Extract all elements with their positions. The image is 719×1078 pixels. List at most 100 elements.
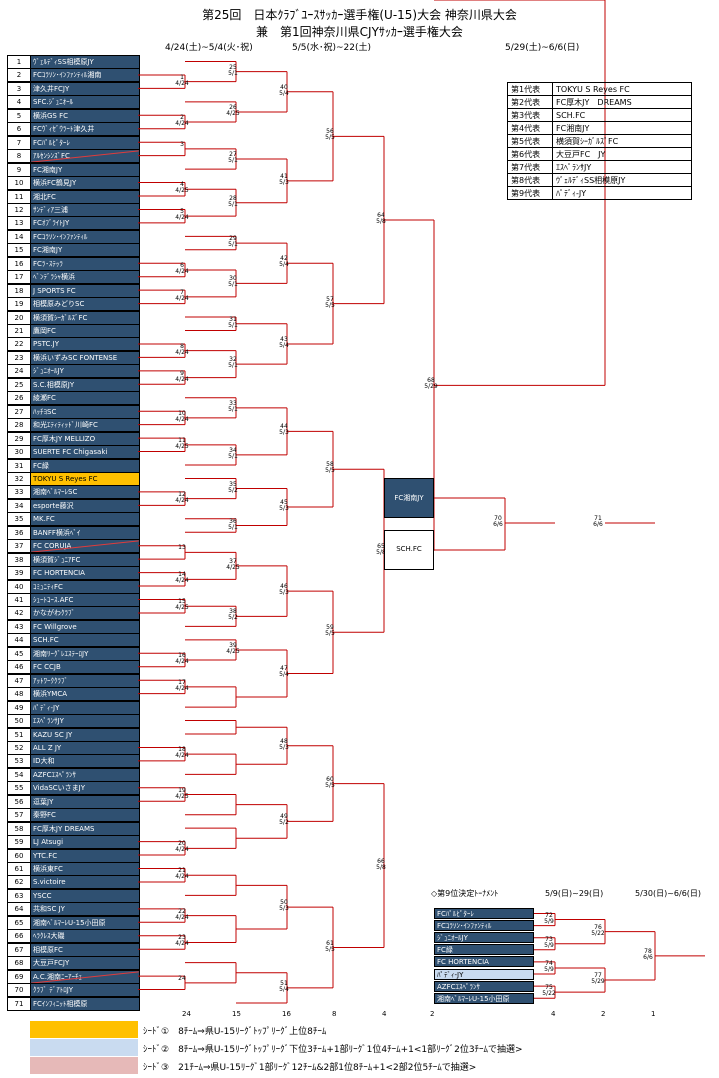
qualifier-rank: 第4代表 [507, 121, 553, 135]
match-r2-no: 33 [229, 399, 237, 407]
match-r1-no: 21 [178, 867, 186, 875]
match-r1-date: 4/24 [175, 846, 189, 854]
qualifier-row: 第9代表ﾊﾟﾃﾞｨ-JY [507, 186, 692, 200]
match-r2-no: 30 [229, 275, 237, 283]
match-r2-no: 37 [229, 557, 237, 565]
round-count: 15 [232, 1010, 241, 1018]
ninth-team: FC緑 [434, 944, 534, 956]
match-r3-date: 5/3 [279, 178, 289, 186]
match-r3-no: 43 [280, 335, 288, 343]
match-r5-no: 64 [377, 211, 385, 219]
ninth-team: FC HORTENCIA [434, 956, 534, 968]
match-r2-no: 36 [229, 517, 237, 525]
match-r1-date: 4/24 [175, 577, 189, 585]
qualifier-team: TOKYU S Reyes FC [552, 82, 692, 96]
match-r1-no: 11 [178, 436, 186, 444]
match-r1-date: 4/24 [175, 684, 189, 692]
ninth-match-r3-no: 78 [644, 947, 652, 955]
match-r3-no: 44 [280, 423, 288, 431]
match-r1-date: 4/25 [175, 604, 189, 612]
team-number: 71 [7, 996, 30, 1011]
match-r2-no: 28 [229, 194, 237, 202]
legend-swatch [30, 1057, 138, 1074]
match-r3-date: 5/3 [279, 429, 289, 437]
match-r2-date: 5/1 [228, 157, 238, 164]
match-r1: 13 [170, 545, 194, 551]
ninth-team: AZFCｴｽﾍﾟﾗﾝｻ [434, 980, 534, 992]
match-r3-no: 45 [280, 499, 288, 507]
match-r3-no: 50 [280, 899, 288, 907]
match-r5-date: 5/8 [376, 863, 386, 871]
ninth-match-r1-no: 72 [545, 911, 553, 919]
match-r2-no: 38 [229, 608, 237, 616]
match-r1-no: 8 [180, 342, 184, 350]
match-r3-no: 48 [280, 737, 288, 745]
match-r1-no: 10 [178, 409, 186, 417]
qualifier-team: FC厚木JY DREAMS [552, 95, 692, 109]
match-r2-no: 31 [229, 315, 237, 323]
match-r1-no: 7 [180, 288, 184, 296]
match-r1-date: 4/24 [175, 752, 189, 760]
match-r1: 3 [170, 141, 194, 148]
qualifier-team: ｳﾞｪﾙﾃﾞｨSS相模原JY [552, 173, 692, 187]
ninth-team: ﾊﾟﾃﾞｨ-JY [434, 968, 534, 980]
match-r1-no: 6 [180, 261, 184, 269]
match-r1-date: 4/24 [175, 79, 189, 87]
semifinal-box-2: SCH.FC [384, 530, 434, 570]
qualifier-team: 横須賀ｼｰｶﾞﾙｽﾞFC [552, 134, 692, 148]
match-r4-date: 5/5 [325, 467, 335, 475]
qualifier-rank: 第2代表 [507, 95, 553, 109]
legend-text: ｼｰﾄﾞ③ 21ﾁｰﾑ⇒県U-15ﾘｰｸﾞ1部ﾘｰｸﾞ12ﾁｰﾑ&2部1位8ﾁｰ… [143, 1063, 477, 1073]
ninth-team: FCｺﾗｿﾝ･ｲﾝﾌｧﾝﾃｨﾙ [434, 920, 534, 932]
match-r3-date: 5/4 [279, 985, 289, 993]
match-r2-no: 32 [229, 356, 237, 364]
match-r1-date: 4/25 [175, 792, 189, 800]
ninth-header-2: 5/30(日)~6/6(日) [635, 889, 702, 898]
match-r3-date: 5/4 [279, 341, 289, 349]
match-r4-no: 56 [326, 128, 334, 136]
round-count: 2 [430, 1010, 435, 1018]
match-r2-no: 39 [229, 641, 237, 649]
ninth-match-r1-no: 74 [545, 959, 553, 967]
qualifier-team: FC湘南JY [552, 121, 692, 135]
match-r1-no: 23 [178, 934, 186, 942]
match-r3-date: 5/4 [279, 89, 289, 97]
match-r1-date: 4/25 [175, 442, 189, 450]
qualifier-rank: 第8代表 [507, 173, 553, 187]
match-r2-date: 5/1 [228, 523, 238, 531]
match-r5-no: 65 [377, 542, 385, 550]
legend-swatch [30, 1039, 138, 1056]
match-r4-no: 59 [326, 624, 334, 632]
match-r4-no: 58 [326, 461, 334, 469]
qualifier-team: 大豆戸FC JY [552, 147, 692, 161]
qualifier-rank: 第1代表 [507, 82, 553, 96]
match-r2-date: 4/25 [226, 647, 240, 655]
match-r6-no: 68 [427, 377, 435, 385]
